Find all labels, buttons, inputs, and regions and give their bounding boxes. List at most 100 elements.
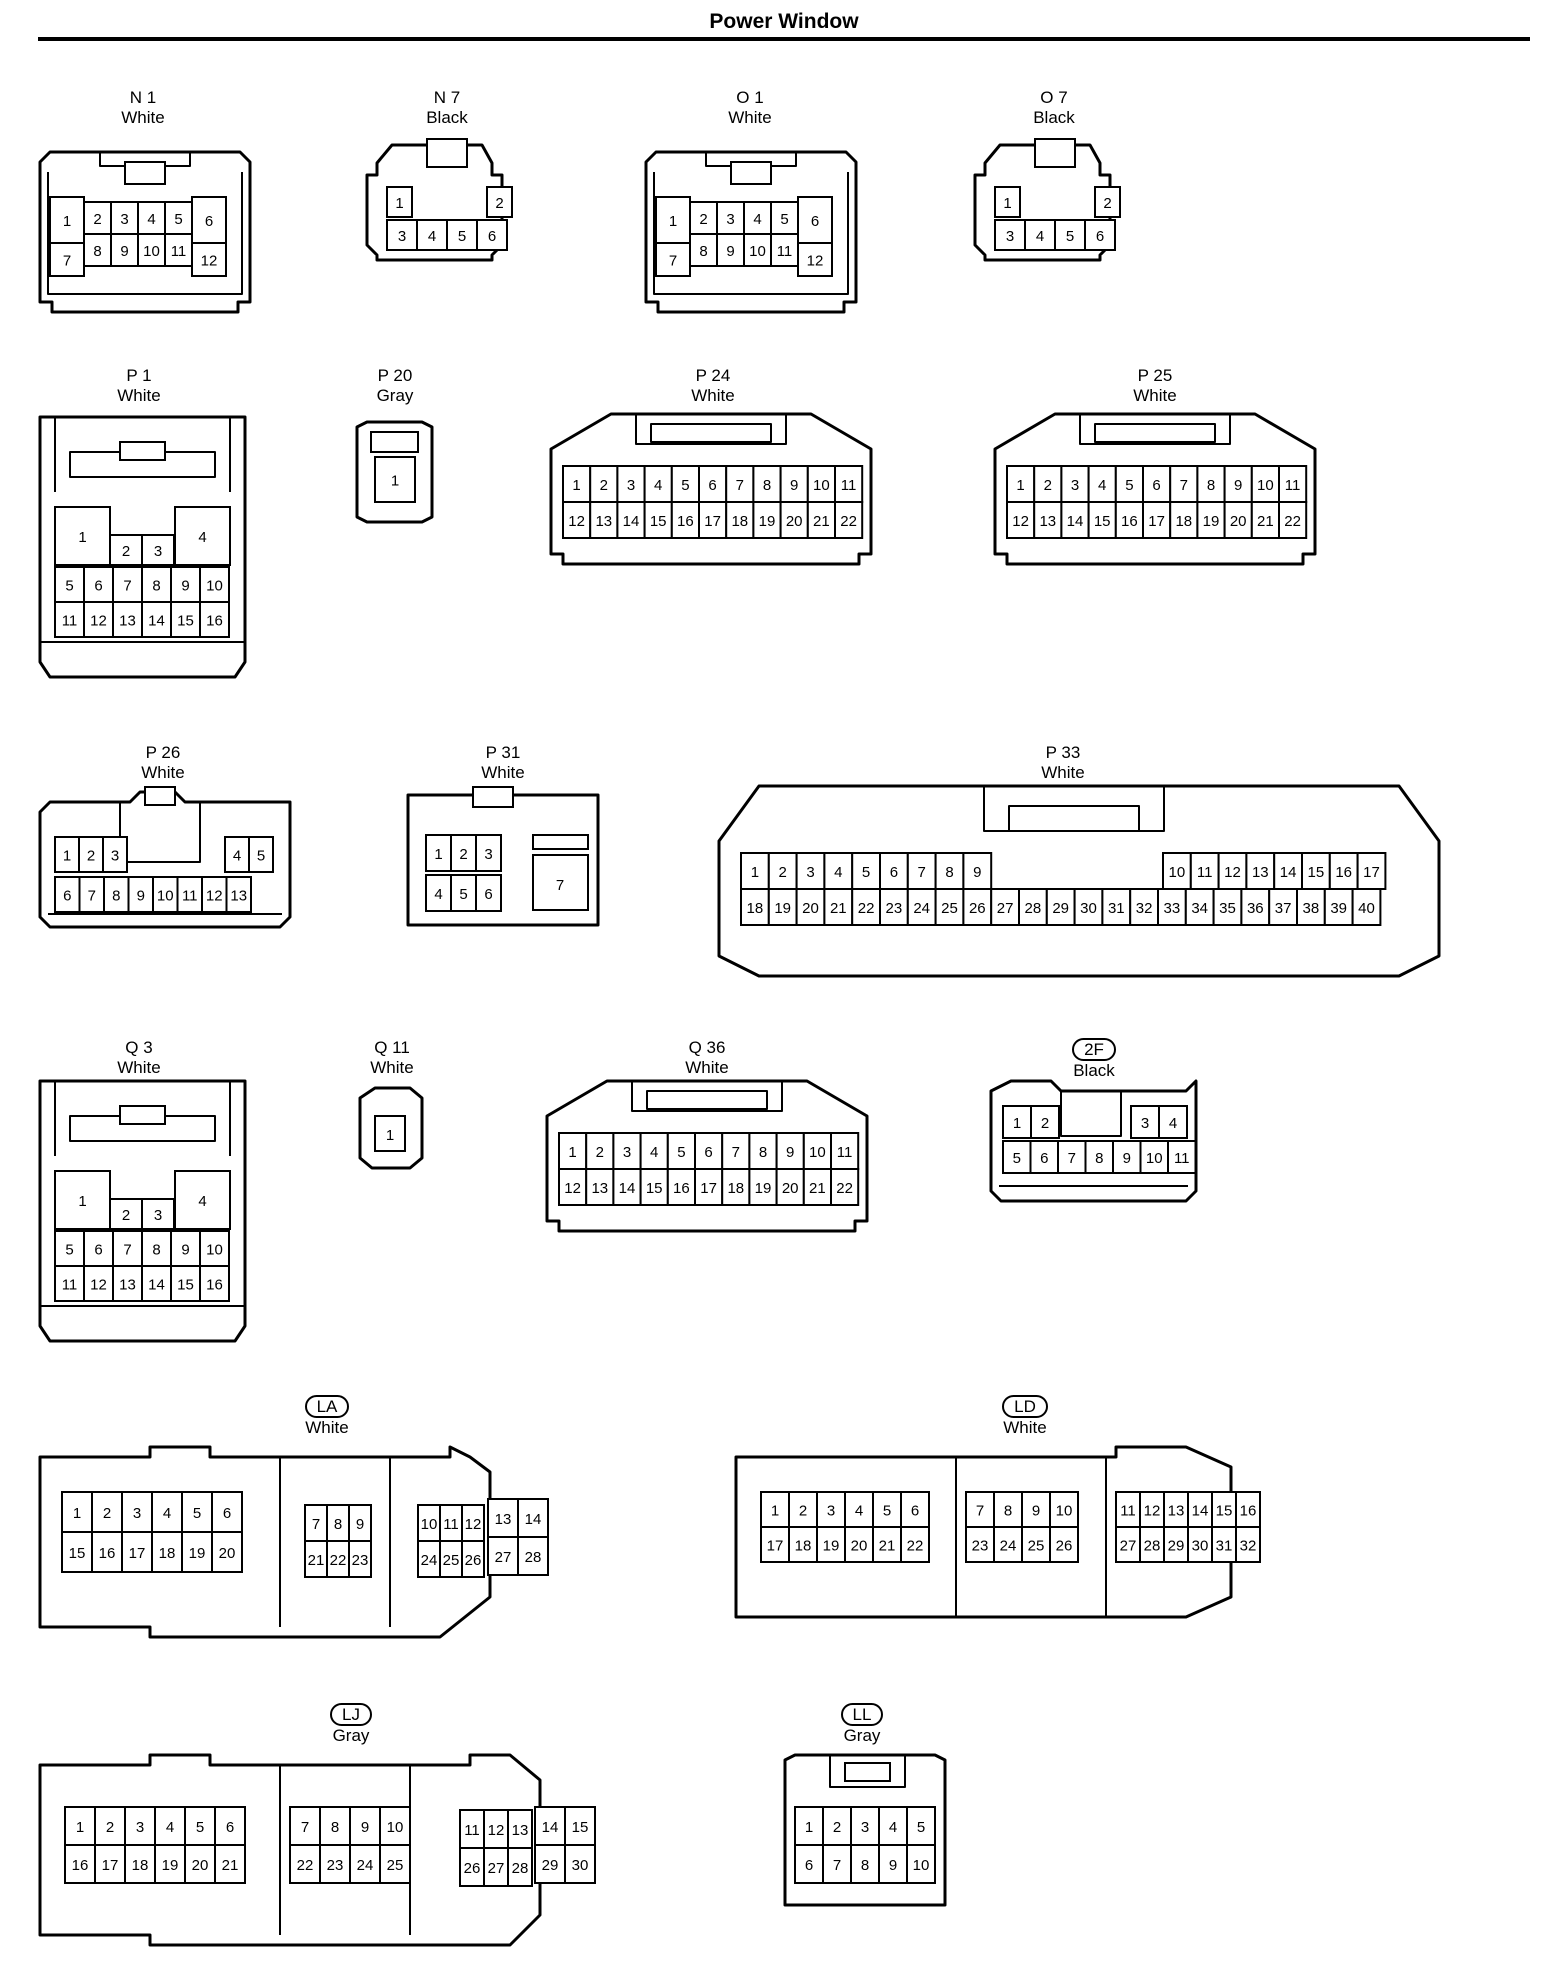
connector-id: P 25 xyxy=(1137,366,1173,385)
pin-number: 11 xyxy=(1120,1503,1136,1520)
pin-number: 24 xyxy=(913,900,930,917)
pin-number: 5 xyxy=(681,477,689,494)
pin-number: 4 xyxy=(166,1819,174,1836)
pin-number: 8 xyxy=(331,1819,339,1836)
pin-number: 4 xyxy=(654,477,662,494)
pin-number: 16 xyxy=(206,613,223,630)
pin-number: 6 xyxy=(708,477,716,494)
pin-number: 16 xyxy=(677,513,694,530)
pin-number: 13 xyxy=(119,613,136,630)
pin-number: 5 xyxy=(1066,228,1074,245)
pin-number: 8 xyxy=(152,1242,160,1259)
pin-number: 6 xyxy=(1152,477,1160,494)
connector-id: LJ xyxy=(330,1703,372,1726)
pin-number: 9 xyxy=(181,578,189,595)
pin-number: 11 xyxy=(443,1516,459,1533)
pin-number: 19 xyxy=(189,1545,206,1562)
pin-number: 22 xyxy=(858,900,875,917)
connector-id: LA xyxy=(304,1395,350,1418)
pin-number: 15 xyxy=(1308,864,1325,881)
pin-number: 14 xyxy=(1067,513,1084,530)
pin-number: 28 xyxy=(512,1860,529,1877)
connector-id: Q 11 xyxy=(374,1038,410,1057)
pin-number: 12 xyxy=(90,1277,107,1294)
connector-color: White xyxy=(685,1058,729,1077)
pin-number: 19 xyxy=(774,900,791,917)
pin-number: 23 xyxy=(352,1552,369,1569)
pin-number: 18 xyxy=(731,513,748,530)
connector-shape: 1 xyxy=(355,420,434,524)
pin-number: 4 xyxy=(1098,477,1106,494)
pin-number: 5 xyxy=(65,1242,73,1259)
pin-number: 25 xyxy=(387,1857,404,1874)
pin-number: 1 xyxy=(63,213,71,230)
pin-number: 1 xyxy=(73,1505,81,1522)
pin-number: 6 xyxy=(1096,228,1104,245)
pin-number: 3 xyxy=(136,1819,144,1836)
pin-number: 38 xyxy=(1303,900,1320,917)
pin-number: 10 xyxy=(1257,477,1274,494)
pin-number: 10 xyxy=(143,243,160,260)
page-title: Power Window xyxy=(709,10,859,33)
pin-number: 4 xyxy=(428,228,436,245)
pin-number: 4 xyxy=(434,886,442,903)
pin-number: 6 xyxy=(811,213,819,230)
pin-number: 10 xyxy=(809,1144,826,1161)
connector-color: White xyxy=(1003,1418,1047,1437)
pin-number: 9 xyxy=(356,1516,364,1533)
pin-number: 4 xyxy=(650,1144,658,1161)
pin-number: 7 xyxy=(918,864,926,881)
pin-number: 21 xyxy=(879,1538,896,1555)
pin-number: 27 xyxy=(495,1549,512,1566)
pin-number: 25 xyxy=(941,900,958,917)
pin-number: 12 xyxy=(564,1180,581,1197)
pin-number: 17 xyxy=(1148,513,1165,530)
pin-number: 15 xyxy=(1216,1503,1233,1520)
pin-number: 19 xyxy=(162,1857,179,1874)
connector-color: White xyxy=(728,108,772,127)
pin-number: 12 xyxy=(90,613,107,630)
pin-number: 20 xyxy=(782,1180,799,1197)
pin-number: 2 xyxy=(1041,1115,1049,1132)
pin-number: 29 xyxy=(1052,900,1069,917)
pin-number: 12 xyxy=(1144,1503,1161,1520)
pin-number: 5 xyxy=(677,1144,685,1161)
pin-number: 5 xyxy=(65,578,73,595)
pin-number: 3 xyxy=(827,1503,835,1520)
pin-number: 18 xyxy=(159,1545,176,1562)
pin-number: 16 xyxy=(72,1857,89,1874)
pin-number: 20 xyxy=(219,1545,236,1562)
pin-number: 11 xyxy=(837,1144,853,1161)
pin-number: 10 xyxy=(206,578,223,595)
pin-number: 12 xyxy=(1224,864,1241,881)
connector-color: White xyxy=(117,1058,161,1077)
connector-shape: 1 xyxy=(358,1086,424,1170)
connector-id: LD xyxy=(1002,1395,1048,1418)
pin-number: 16 xyxy=(99,1545,116,1562)
pin-number: 33 xyxy=(1164,900,1181,917)
pin-number: 1 xyxy=(771,1503,779,1520)
pin-number: 12 xyxy=(568,513,585,530)
pin-number: 6 xyxy=(226,1819,234,1836)
pin-number: 26 xyxy=(969,900,986,917)
pin-number: 2 xyxy=(779,864,787,881)
pin-number: 2 xyxy=(600,477,608,494)
pin-number: 3 xyxy=(806,864,814,881)
pin-number: 14 xyxy=(525,1511,542,1528)
pin-number: 2 xyxy=(122,543,130,560)
pin-number: 8 xyxy=(1004,1503,1012,1520)
pin-number: 17 xyxy=(767,1538,784,1555)
pin-number: 7 xyxy=(736,477,744,494)
connector-id: Q 36 xyxy=(688,1038,726,1057)
pin-number: 17 xyxy=(102,1857,119,1874)
pin-number: 11 xyxy=(182,888,198,905)
